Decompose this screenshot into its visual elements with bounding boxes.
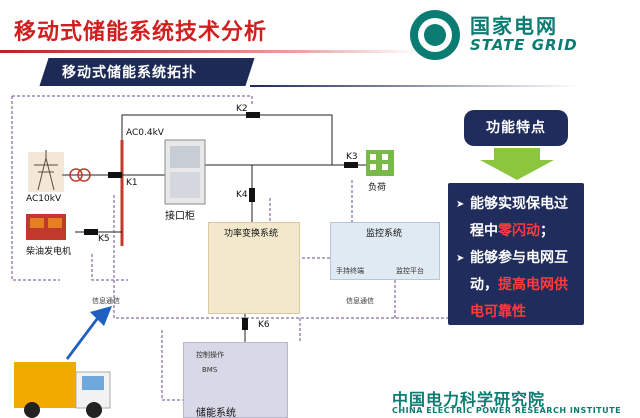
monitor-label: 监控系统 <box>366 229 403 239</box>
footer-org-cn: 中国电力科学研究院 <box>392 390 546 409</box>
switch-k4: K4 <box>236 190 248 200</box>
features-box: ➤ 能够实现保电过程中零闪动； ➤ 能够参与电网互动，提高电网供电可靠性 <box>448 183 584 325</box>
switch-k5: K5 <box>98 234 110 244</box>
pcs-box <box>208 222 300 314</box>
storage-label: 储能系统 <box>196 408 236 418</box>
switch-k2: K2 <box>236 104 248 114</box>
bms-label: BMS <box>202 366 218 374</box>
subtitle-line <box>250 85 580 87</box>
info-comm-right: 信息通信 <box>346 297 374 305</box>
feature-1-suffix: ； <box>540 223 554 239</box>
voltage-label: AC0.4kV <box>126 128 164 138</box>
switch-k3: K3 <box>346 152 358 162</box>
pcs-label: 功率变换系统 <box>224 229 279 239</box>
footer-org-en: CHINA ELECTRIC POWER RESEARCH INSTITUTE <box>392 406 622 415</box>
features-heading: 功能特点 <box>464 110 568 146</box>
cabinet-label: 接口柜 <box>165 211 195 222</box>
storage-box <box>183 342 288 418</box>
logo-text-cn: 国家电网 <box>470 14 558 38</box>
load-label: 负荷 <box>368 183 387 193</box>
switch-k6: K6 <box>258 320 270 330</box>
control-label: 控制操作 <box>196 351 224 359</box>
feature-1-text: 能够实现保电过程中 <box>470 196 568 239</box>
monitor-box <box>330 222 440 280</box>
section-subtitle: 移动式储能系统拓扑 <box>62 65 197 81</box>
feature-1-highlight: 零闪动 <box>498 223 540 239</box>
bullet-arrow-icon: ➤ <box>456 199 465 210</box>
feature-item-1: ➤ 能够实现保电过程中零闪动； <box>456 191 576 245</box>
bullet-arrow-icon: ➤ <box>456 253 465 264</box>
handheld-label: 手持终端 <box>336 267 364 275</box>
feature-item-2: ➤ 能够参与电网互动，提高电网供电可靠性 <box>456 245 576 326</box>
diesel-label: 柴油发电机 <box>26 247 72 257</box>
switch-k1: K1 <box>126 178 138 188</box>
info-comm-left: 信息通信 <box>92 297 120 305</box>
grid-label: AC10kV <box>26 194 62 204</box>
feature-2-highlight: 提高电网供电可靠性 <box>470 277 568 320</box>
title-underline <box>0 50 420 53</box>
page-title: 移动式储能系统技术分析 <box>14 20 268 45</box>
state-grid-logo-icon <box>410 10 460 60</box>
platform-label: 监控平台 <box>396 267 424 275</box>
logo-text-en: STATE GRID <box>470 36 578 54</box>
feature-2-text: 能够参与电网互动， <box>470 250 568 293</box>
